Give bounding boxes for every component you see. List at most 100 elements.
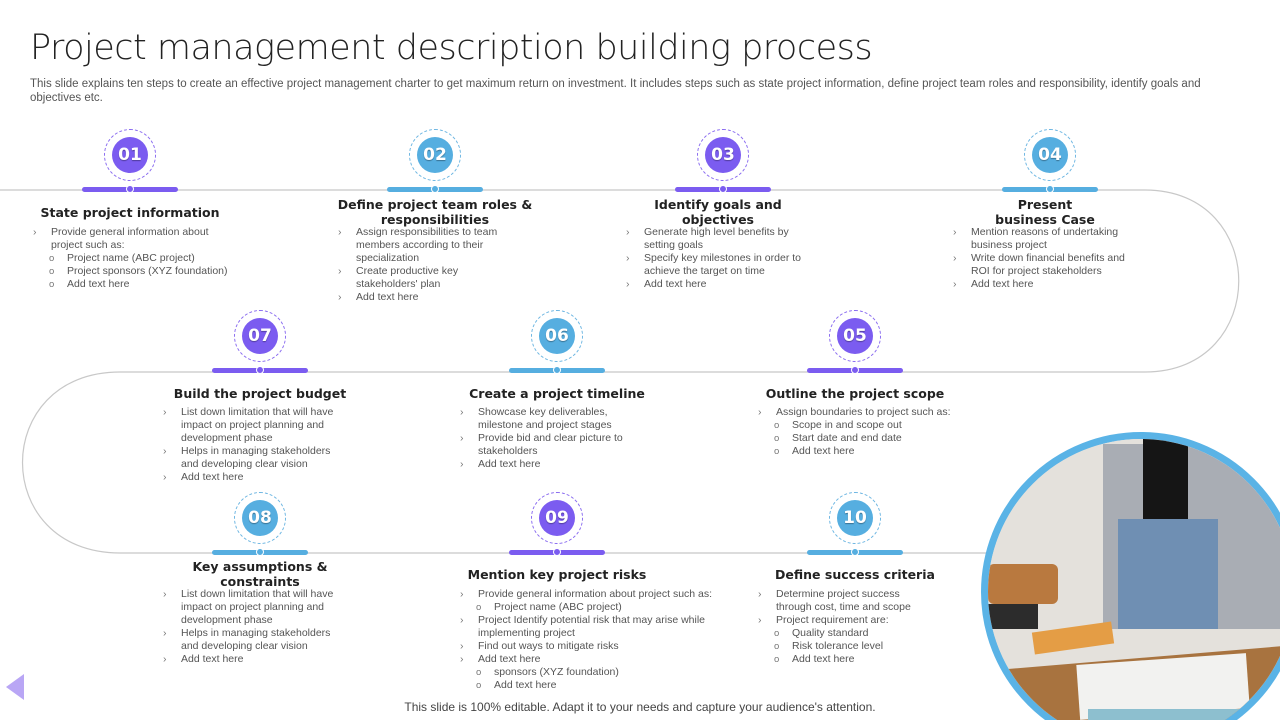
- step-title: Define success criteria: [775, 567, 935, 582]
- step-bar: [1002, 185, 1098, 193]
- bullet-item: Provide bid and clear picture to stakeho…: [456, 432, 636, 458]
- step-bullets: Provide general information about projec…: [29, 226, 229, 291]
- bar-dot-icon: [126, 185, 134, 193]
- step-bar: [212, 366, 308, 374]
- step-number-badge: 04: [1024, 129, 1076, 181]
- bullet-item: Helps in managing stakeholders and devel…: [159, 627, 349, 653]
- bar-dot-icon: [256, 366, 264, 374]
- bullet-item: Mention reasons of undertaking business …: [949, 226, 1139, 252]
- bullet-item: Add text here: [949, 278, 1139, 291]
- bullet-item: Showcase key deliverables, milestone and…: [456, 406, 636, 432]
- bullet-item: Add text here: [159, 471, 349, 484]
- step-bullets: Assign boundaries to project such as: Sc…: [754, 406, 954, 458]
- bar-dot-icon: [553, 366, 561, 374]
- step-title: Outline the project scope: [765, 386, 945, 401]
- step-number-badge: 01: [104, 129, 156, 181]
- sub-bullet-item: Risk tolerance level: [754, 640, 934, 653]
- bar-dot-icon: [256, 548, 264, 556]
- bar-dot-icon: [1046, 185, 1054, 193]
- bullet-item: Add text here: [456, 458, 636, 471]
- page-title: Project management description building …: [30, 28, 873, 68]
- step-number: 01: [112, 137, 148, 173]
- step-bullets: Mention reasons of undertaking business …: [949, 226, 1139, 291]
- step-number-badge: 05: [829, 310, 881, 362]
- step-number-badge: 07: [234, 310, 286, 362]
- step-title: Present business Case: [995, 197, 1095, 227]
- step-number-badge: 10: [829, 492, 881, 544]
- sub-bullet-item: Add text here: [754, 445, 954, 458]
- bullet-item: Helps in managing stakeholders and devel…: [159, 445, 349, 471]
- bullet-item: Find out ways to mitigate risks: [456, 640, 726, 653]
- bullet-item: Assign boundaries to project such as:: [754, 406, 954, 419]
- bullet-item: List down limitation that will have impa…: [159, 588, 349, 627]
- step-bar: [387, 185, 483, 193]
- bullet-item: Add text here: [159, 653, 349, 666]
- step-bar: [675, 185, 771, 193]
- step-bar: [807, 366, 903, 374]
- sub-bullet-item: Quality standard: [754, 627, 934, 640]
- step-bullets: Determine project success through cost, …: [754, 588, 934, 666]
- step-bullets: Provide general information about projec…: [456, 588, 726, 692]
- triangle-left-icon[interactable]: [6, 674, 24, 700]
- bullet-item: Specify key milestones in order to achie…: [622, 252, 812, 278]
- step-number-badge: 09: [531, 492, 583, 544]
- step-title: State project information: [40, 205, 220, 220]
- step-number: 02: [417, 137, 453, 173]
- bar-dot-icon: [851, 548, 859, 556]
- step-title: Mention key project risks: [467, 567, 647, 582]
- step-bullets: List down limitation that will have impa…: [159, 588, 349, 666]
- step-bullets: Showcase key deliverables, milestone and…: [456, 406, 636, 471]
- sub-bullet-item: Project sponsors (XYZ foundation): [29, 265, 229, 278]
- step-title: Build the project budget: [173, 386, 347, 401]
- sub-bullet-item: Project name (ABC project): [29, 252, 229, 265]
- step-number: 06: [539, 318, 575, 354]
- step-title: Define project team roles & responsibili…: [337, 197, 533, 227]
- sub-bullet-item: Add text here: [29, 278, 229, 291]
- step-title: Create a project timeline: [469, 386, 645, 401]
- bar-dot-icon: [851, 366, 859, 374]
- bullet-item: Determine project success through cost, …: [754, 588, 934, 614]
- step-bar: [807, 548, 903, 556]
- step-number: 09: [539, 500, 575, 536]
- bullet-item: Project Identify potential risk that may…: [456, 614, 726, 640]
- step-bullets: List down limitation that will have impa…: [159, 406, 349, 484]
- step-number-badge: 06: [531, 310, 583, 362]
- bullet-item: Add text here: [622, 278, 812, 291]
- step-bar: [509, 548, 605, 556]
- bullet-item: Create productive key stakeholders' plan: [334, 265, 514, 291]
- bullet-item: Provide general information about projec…: [29, 226, 229, 252]
- bullet-item: Add text here: [334, 291, 514, 304]
- circular-photo: [981, 432, 1280, 720]
- bullet-item: Project requirement are:: [754, 614, 934, 627]
- step-number-badge: 02: [409, 129, 461, 181]
- bullet-item: Write down financial benefits and ROI fo…: [949, 252, 1139, 278]
- step-number: 10: [837, 500, 873, 536]
- sub-bullet-item: sponsors (XYZ foundation): [456, 666, 726, 679]
- step-number: 05: [837, 318, 873, 354]
- sub-bullet-item: Add text here: [754, 653, 934, 666]
- bullet-item: Generate high level benefits by setting …: [622, 226, 812, 252]
- step-bar: [82, 185, 178, 193]
- step-number: 04: [1032, 137, 1068, 173]
- step-number-badge: 08: [234, 492, 286, 544]
- footer-note: This slide is 100% editable. Adapt it to…: [404, 700, 876, 714]
- photo-illustration-icon: [988, 439, 1280, 720]
- bullet-item: Add text here: [456, 653, 726, 666]
- step-title: Key assumptions & constraints: [192, 559, 328, 589]
- step-number: 07: [242, 318, 278, 354]
- bar-dot-icon: [553, 548, 561, 556]
- sub-bullet-item: Project name (ABC project): [456, 601, 726, 614]
- step-number-badge: 03: [697, 129, 749, 181]
- bullet-item: Assign responsibilities to team members …: [334, 226, 514, 265]
- step-bullets: Generate high level benefits by setting …: [622, 226, 812, 291]
- step-number: 08: [242, 500, 278, 536]
- page-subtitle: This slide explains ten steps to create …: [30, 78, 1201, 104]
- bullet-item: Provide general information about projec…: [456, 588, 726, 601]
- bar-dot-icon: [719, 185, 727, 193]
- step-title: Identify goals and objectives: [654, 197, 782, 227]
- step-bar: [509, 366, 605, 374]
- step-bar: [212, 548, 308, 556]
- sub-bullet-item: Start date and end date: [754, 432, 954, 445]
- sub-bullet-item: Scope in and scope out: [754, 419, 954, 432]
